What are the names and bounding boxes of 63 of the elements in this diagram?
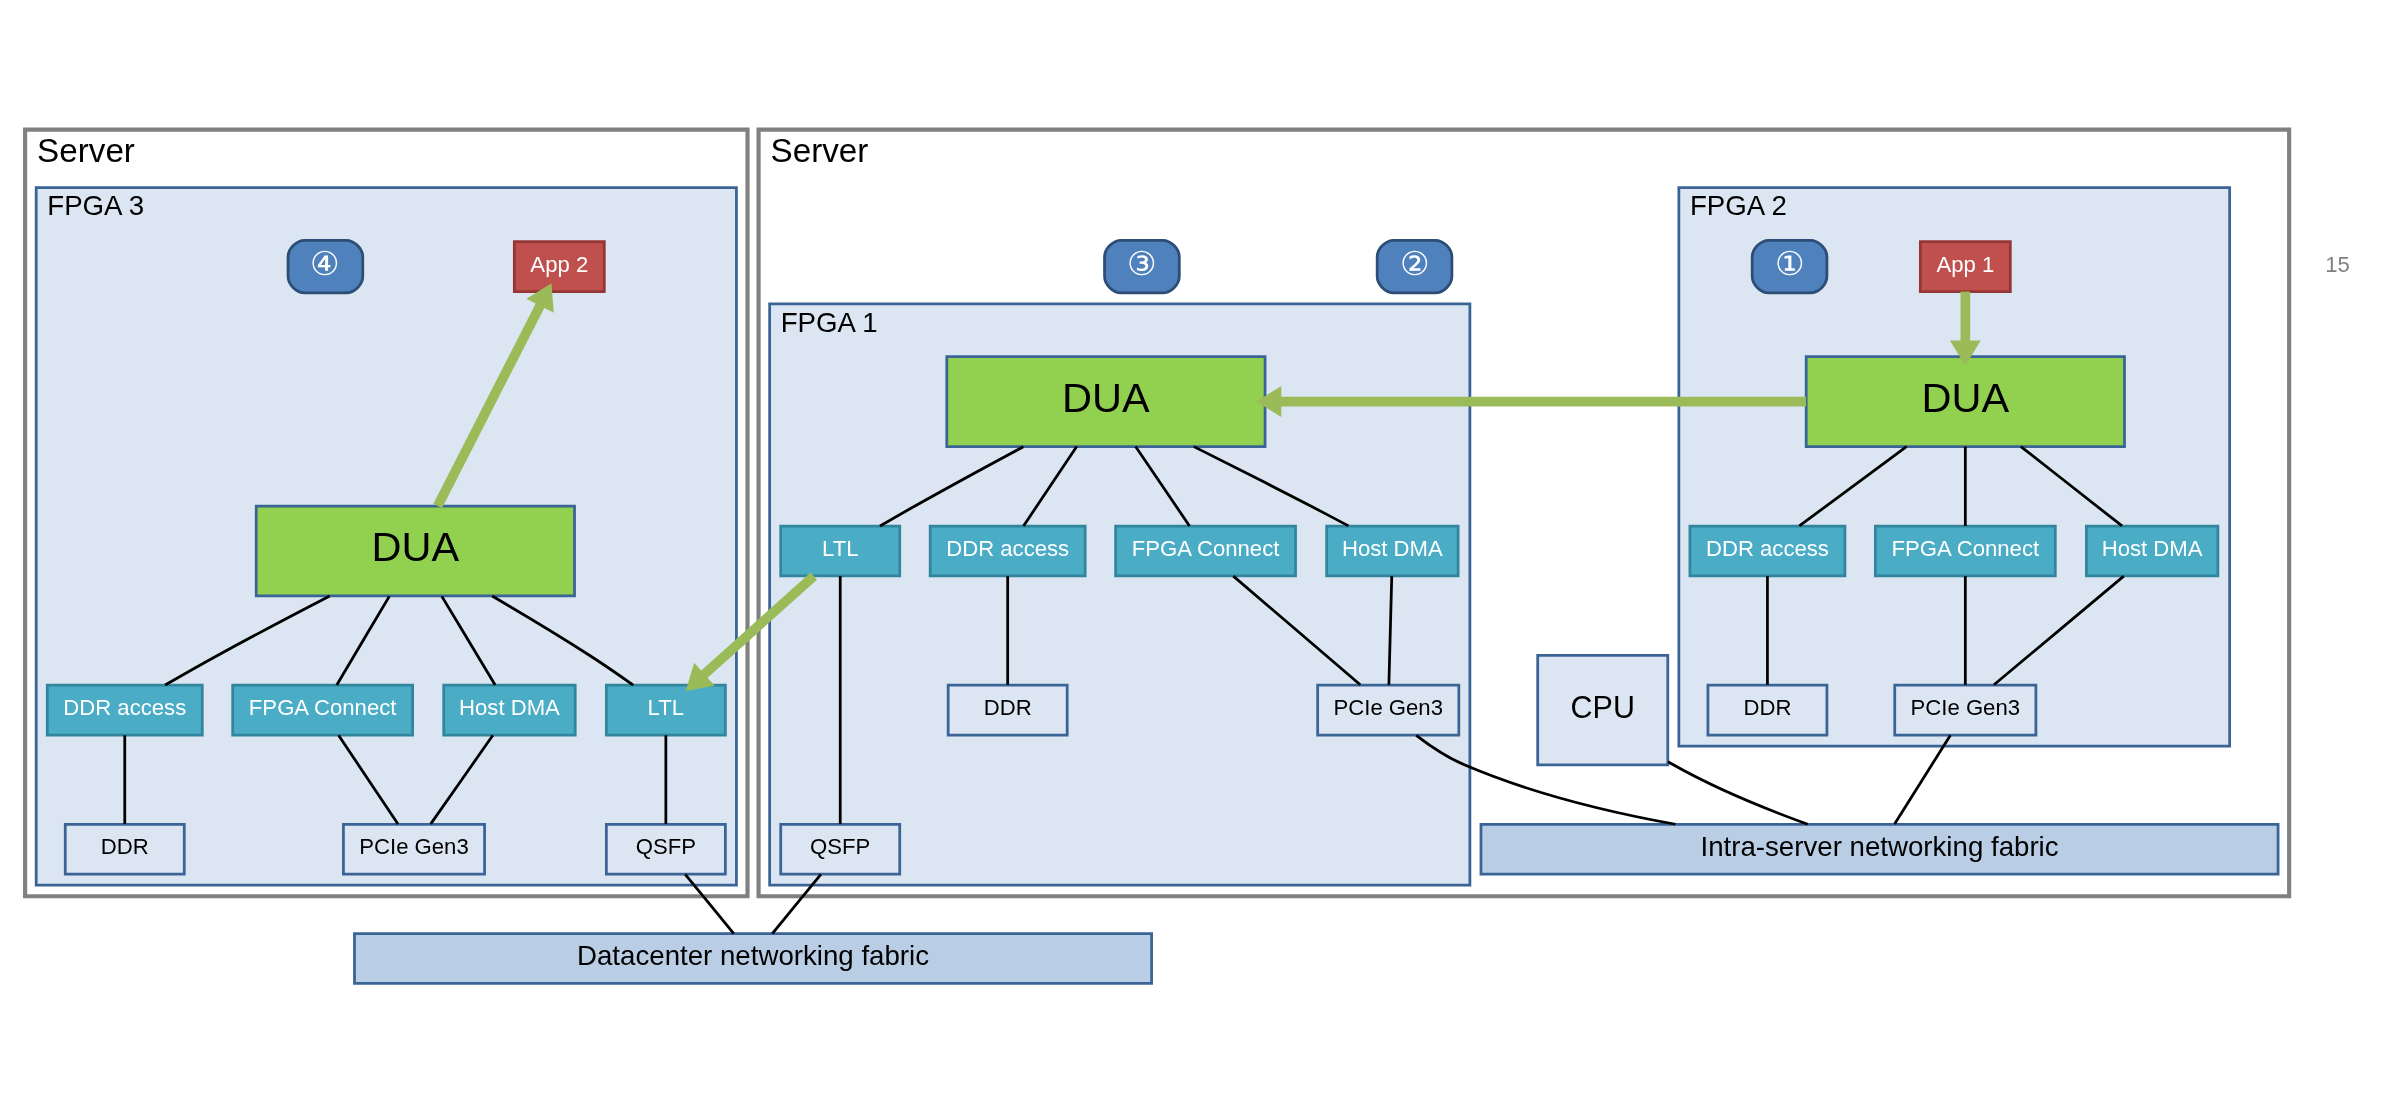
connector — [1798, 444, 1908, 527]
connector — [1766, 575, 1769, 685]
connector — [2020, 444, 2123, 527]
node-box: CPU — [1536, 653, 1670, 766]
node-box: DUA — [254, 504, 576, 597]
node-box: FPGA Connect — [1874, 524, 2057, 577]
connector — [440, 595, 497, 686]
connector — [1232, 574, 1362, 686]
node-box: PCIe Gen3 — [342, 822, 486, 876]
connector — [429, 734, 494, 825]
arrow — [433, 282, 554, 508]
connector — [1022, 445, 1078, 527]
connector — [164, 594, 331, 686]
arrow — [1949, 291, 1981, 366]
node-box: DDR — [63, 822, 186, 876]
node-box: Host DMA — [1325, 524, 1460, 577]
connector — [335, 595, 391, 686]
node-box: App 1 — [1918, 239, 2012, 293]
node-box: PCIe Gen3 — [1316, 683, 1461, 736]
node-box: Datacenter networking fabric — [353, 931, 1153, 985]
node-box: LTL — [604, 683, 727, 736]
connector — [1006, 575, 1010, 685]
node-box: FPGA Connect — [1114, 524, 1297, 577]
node-box: DDR — [946, 683, 1069, 736]
label: 15 — [2325, 251, 2350, 277]
connector — [337, 734, 400, 825]
connector — [664, 734, 668, 824]
connector — [684, 872, 735, 934]
connector — [1193, 444, 1350, 527]
connector — [1415, 733, 1676, 826]
node-box: Intra-server networking fabric — [1479, 822, 2280, 876]
node-box: Host DMA — [2085, 524, 2220, 577]
connector — [1893, 734, 1952, 825]
connector — [123, 734, 127, 824]
connector — [838, 575, 842, 824]
node-box: App 2 — [512, 239, 606, 293]
node-box: ① — [1750, 238, 1829, 294]
node-box: DUA — [1804, 354, 2126, 448]
connector — [771, 872, 822, 934]
node-box: ③ — [1103, 238, 1181, 294]
connector — [1667, 760, 1809, 826]
connector — [1963, 446, 1967, 526]
node-box: FPGA Connect — [231, 683, 414, 736]
node-box: QSFP — [604, 822, 727, 876]
node-box: ④ — [286, 238, 365, 294]
node-box: LTL — [779, 524, 902, 577]
node-box: DDR access — [1688, 524, 1847, 577]
node-box: DDR access — [45, 683, 204, 736]
node-box: QSFP — [779, 822, 902, 876]
connector — [1963, 575, 1967, 685]
connector — [491, 594, 635, 686]
arrow — [1256, 385, 1807, 417]
node-box: DUA — [945, 354, 1267, 448]
node-box: ② — [1375, 238, 1454, 294]
arrow — [685, 572, 817, 691]
connector — [1134, 445, 1191, 527]
node-box: PCIe Gen3 — [1893, 683, 2038, 736]
node-box: DDR — [1706, 683, 1829, 736]
node-box: DDR access — [928, 524, 1087, 577]
node-box: Host DMA — [442, 683, 577, 736]
connector — [1993, 574, 2125, 686]
connector — [1387, 575, 1394, 685]
connector — [879, 445, 1024, 527]
